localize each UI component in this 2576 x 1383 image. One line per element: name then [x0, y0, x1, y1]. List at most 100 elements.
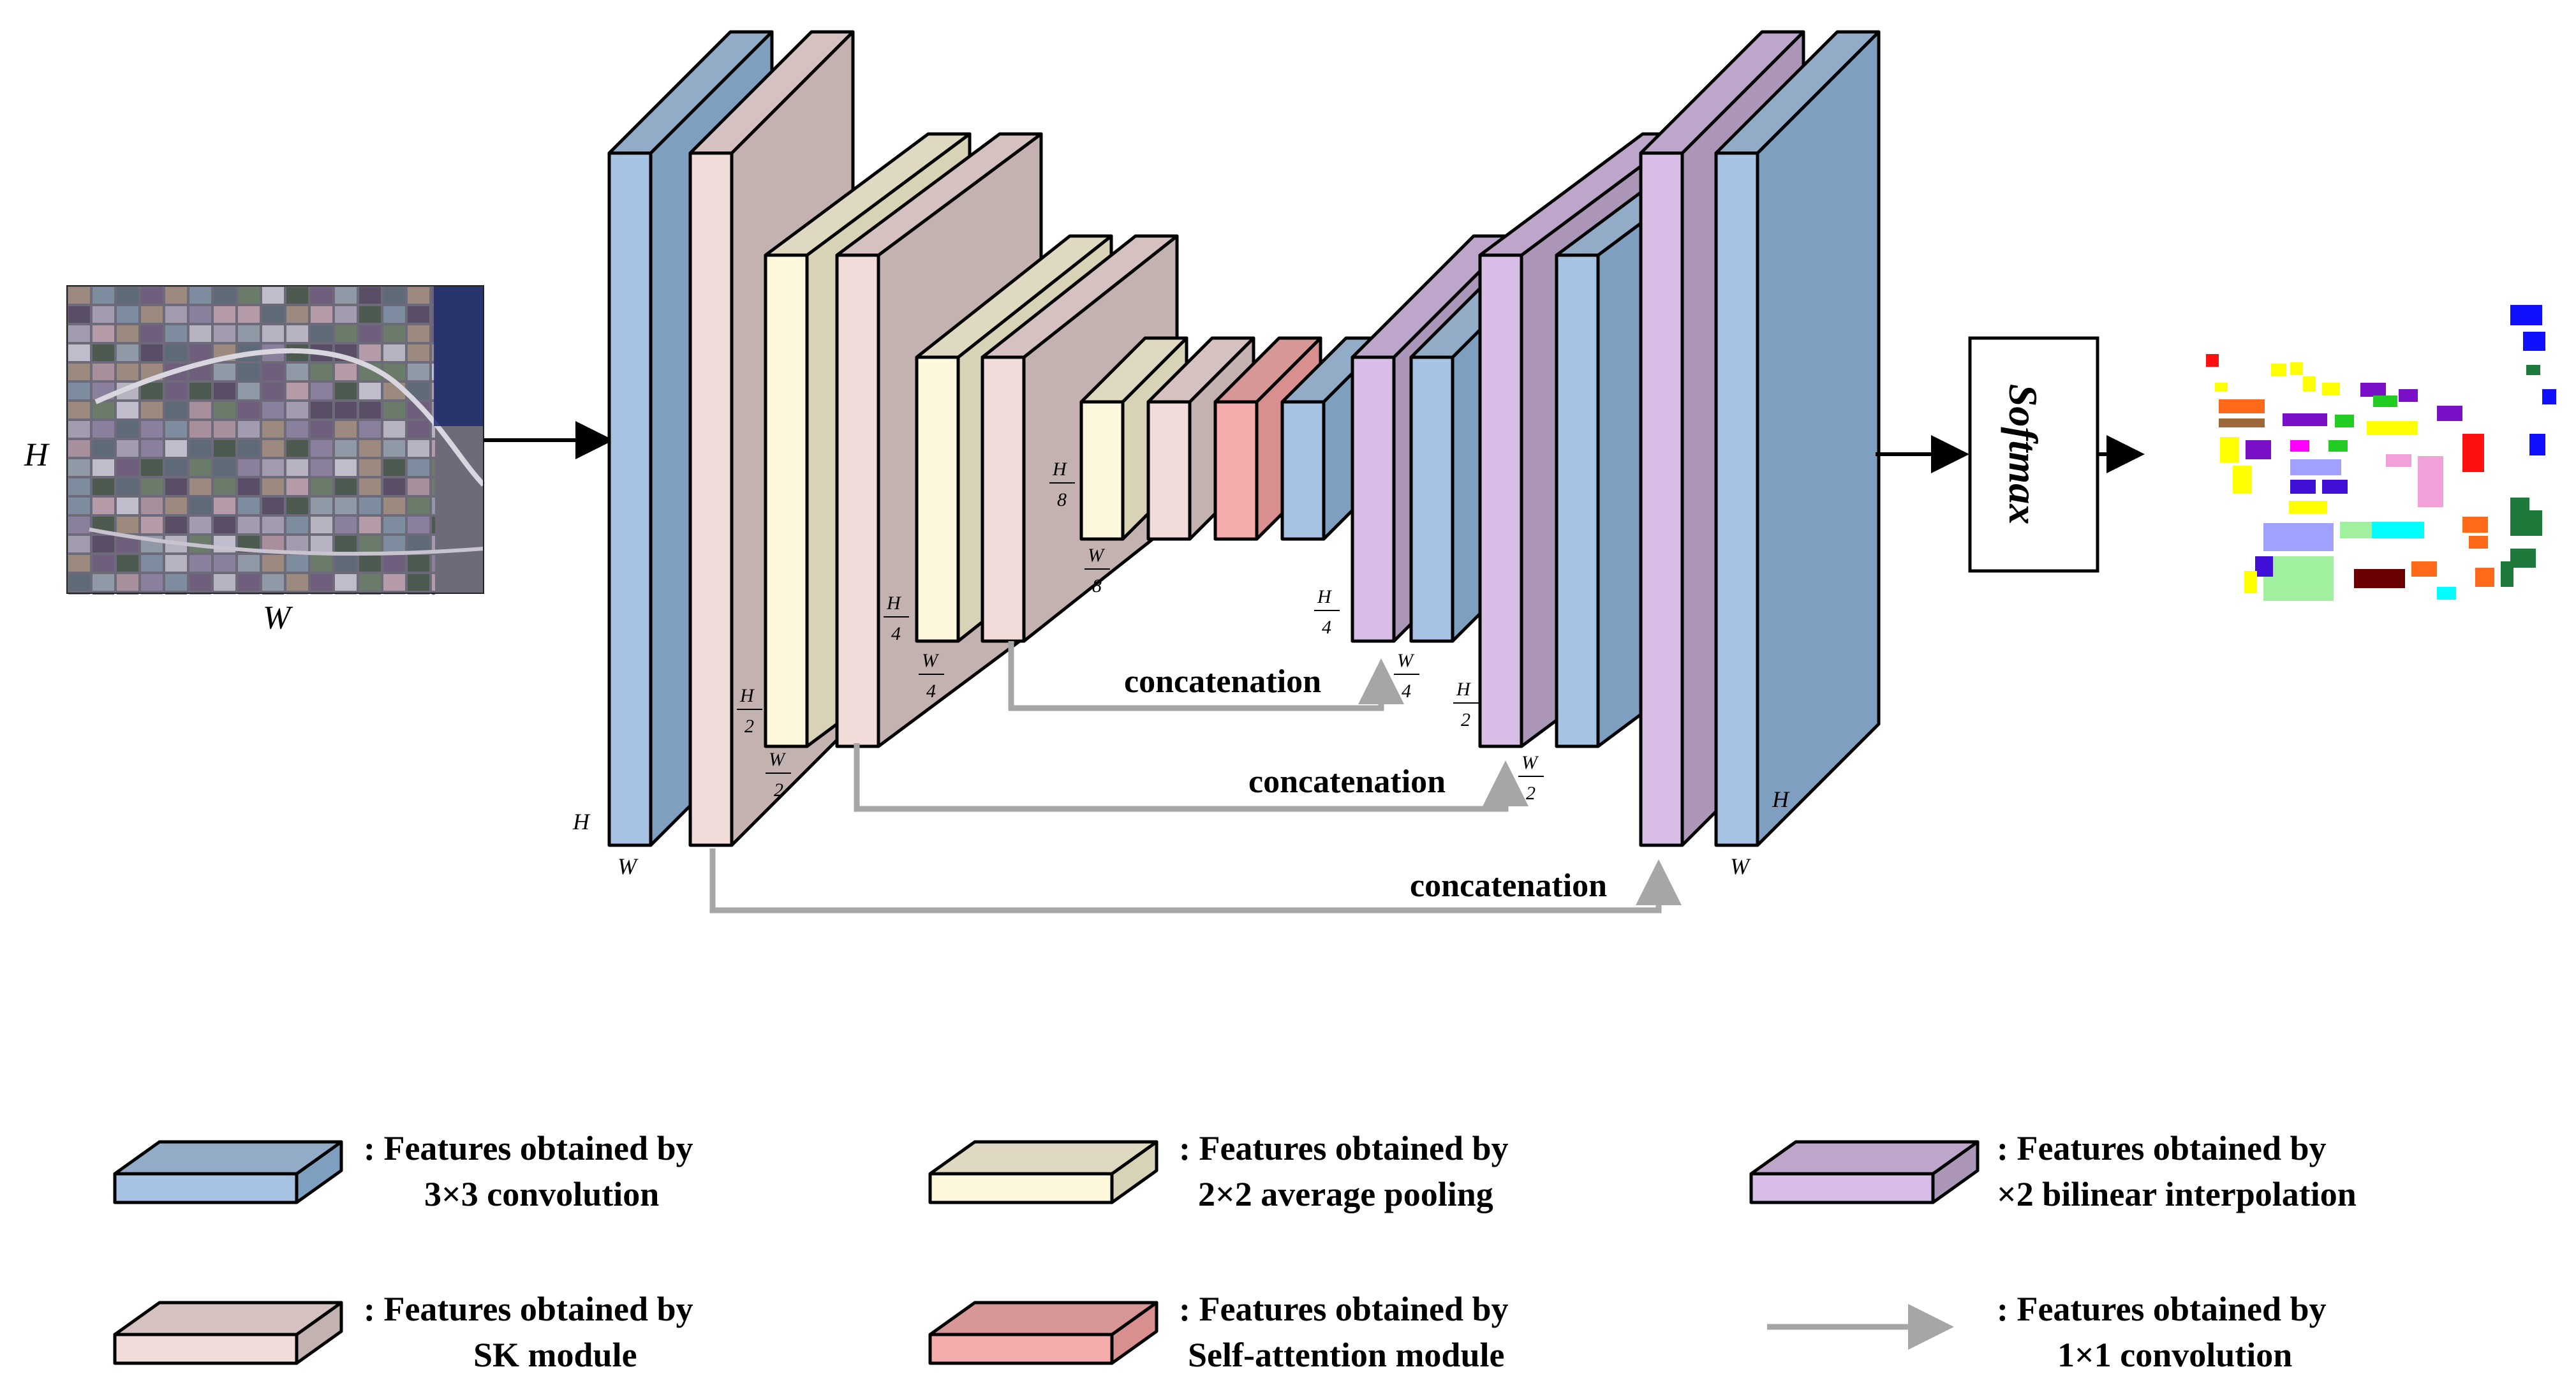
image-field-tile — [165, 478, 187, 495]
legend-conv-line2: 3×3 convolution — [424, 1175, 659, 1213]
image-field-tile — [117, 555, 138, 572]
image-field-tile — [165, 440, 187, 457]
legend-1x1-line2: 1×1 convolution — [2057, 1336, 2292, 1374]
image-field-tile — [214, 402, 235, 418]
image-field-tile — [141, 498, 163, 514]
segmentation-class-region — [2469, 536, 2488, 549]
image-field-tile — [117, 440, 138, 457]
image-field-tile — [189, 574, 211, 591]
image-field-tile — [214, 383, 235, 399]
image-field-tile — [68, 306, 90, 323]
image-field-tile — [311, 555, 332, 572]
image-field-tile — [189, 555, 211, 572]
dim-w4-num: W — [922, 650, 940, 671]
image-field-tile — [335, 325, 357, 342]
image-field-tile — [408, 306, 429, 323]
concat-label-3: concatenation — [1410, 868, 1607, 904]
legend-pool-box-icon — [928, 1140, 1158, 1204]
image-field-tile — [141, 344, 163, 361]
image-field-tile — [262, 440, 284, 457]
image-field-tile — [383, 440, 405, 457]
decoder-conv-block-2-front — [1555, 253, 1600, 748]
segmentation-class-region — [2437, 587, 2456, 600]
dim-h-right: H — [1772, 787, 1790, 812]
dim-w2r-num: W — [1521, 752, 1539, 773]
image-field-tile — [286, 555, 308, 572]
image-field-tile — [432, 536, 435, 552]
image-field-tile — [432, 574, 435, 591]
image-field-tile — [141, 478, 163, 495]
image-field-tile — [359, 383, 381, 399]
image-field-tile — [432, 287, 435, 304]
image-field-tile — [408, 440, 429, 457]
legend-sk-box-icon-front — [113, 1333, 299, 1365]
dim-w8-num: W — [1088, 545, 1106, 566]
image-field-tile — [286, 325, 308, 342]
image-field-tile — [93, 421, 114, 438]
image-field-tile — [383, 555, 405, 572]
image-field-tile — [141, 306, 163, 323]
image-field-tile — [359, 536, 381, 552]
legend-sk-line2: SK module — [473, 1336, 637, 1374]
encoder-pool-block-2-front — [764, 253, 809, 748]
legend-attn-box-icon — [928, 1301, 1158, 1365]
image-field-tile — [311, 287, 332, 304]
legend-interp-line2: ×2 bilinear interpolation — [1997, 1175, 2357, 1213]
image-field-tile — [335, 383, 357, 399]
image-field-tile — [189, 440, 211, 457]
image-field-tile — [214, 306, 235, 323]
segmentation-class-region — [2263, 556, 2334, 601]
image-field-tile — [165, 383, 187, 399]
image-field-tile — [383, 306, 405, 323]
segmentation-class-region — [2372, 522, 2424, 538]
segmentation-class-region — [2246, 440, 2271, 459]
image-field-tile — [335, 440, 357, 457]
image-field-tile — [68, 574, 90, 591]
image-field-tile — [311, 536, 332, 552]
legend-interp-box-icon — [1749, 1140, 1980, 1204]
image-field-tile — [68, 536, 90, 552]
image-field-tile — [189, 287, 211, 304]
image-field-tile — [286, 364, 308, 380]
image-field-tile — [189, 517, 211, 533]
segmentation-class-region — [2244, 571, 2257, 593]
image-field-tile — [383, 287, 405, 304]
image-field-tile — [262, 459, 284, 476]
dim-w-right: W — [1730, 854, 1751, 879]
image-field-tile — [408, 421, 429, 438]
image-field-tile — [68, 459, 90, 476]
image-field-tile — [262, 383, 284, 399]
image-field-tile — [141, 325, 163, 342]
segmentation-class-region — [2510, 549, 2536, 568]
image-field-tile — [117, 402, 138, 418]
decoder-conv-block-1 — [1714, 30, 1881, 847]
image-field-tile — [286, 498, 308, 514]
image-field-tile — [262, 287, 284, 304]
legend-conv-line1: : Features obtained by — [364, 1129, 693, 1167]
segmentation-class-region — [2542, 389, 2556, 404]
image-field-tile — [93, 498, 114, 514]
dim-w4r-num: W — [1397, 650, 1415, 671]
concat-label-1: concatenation — [1124, 663, 1321, 700]
segmentation-class-region — [2283, 413, 2327, 426]
image-field-tile — [432, 402, 435, 418]
image-field-tile — [117, 364, 138, 380]
image-field-tile — [93, 536, 114, 552]
segmentation-class-region — [2360, 383, 2386, 397]
image-field-tile — [359, 306, 381, 323]
image-field-tile — [432, 421, 435, 438]
image-field-tile — [335, 555, 357, 572]
bottleneck-pool-block-front — [1079, 400, 1125, 541]
segmentation-class-region — [2289, 501, 2327, 514]
image-field-tile — [383, 402, 405, 418]
image-field-tile — [262, 364, 284, 380]
legend-interp-line1: : Features obtained by — [1997, 1129, 2327, 1167]
image-field-tile — [68, 344, 90, 361]
bottleneck-conv-block-front — [1280, 400, 1326, 541]
image-field-tile — [262, 574, 284, 591]
image-field-tile — [359, 517, 381, 533]
segmentation-class-region — [2290, 440, 2309, 452]
image-field-tile — [214, 459, 235, 476]
image-field-tile — [238, 421, 260, 438]
image-field-tile — [311, 574, 332, 591]
